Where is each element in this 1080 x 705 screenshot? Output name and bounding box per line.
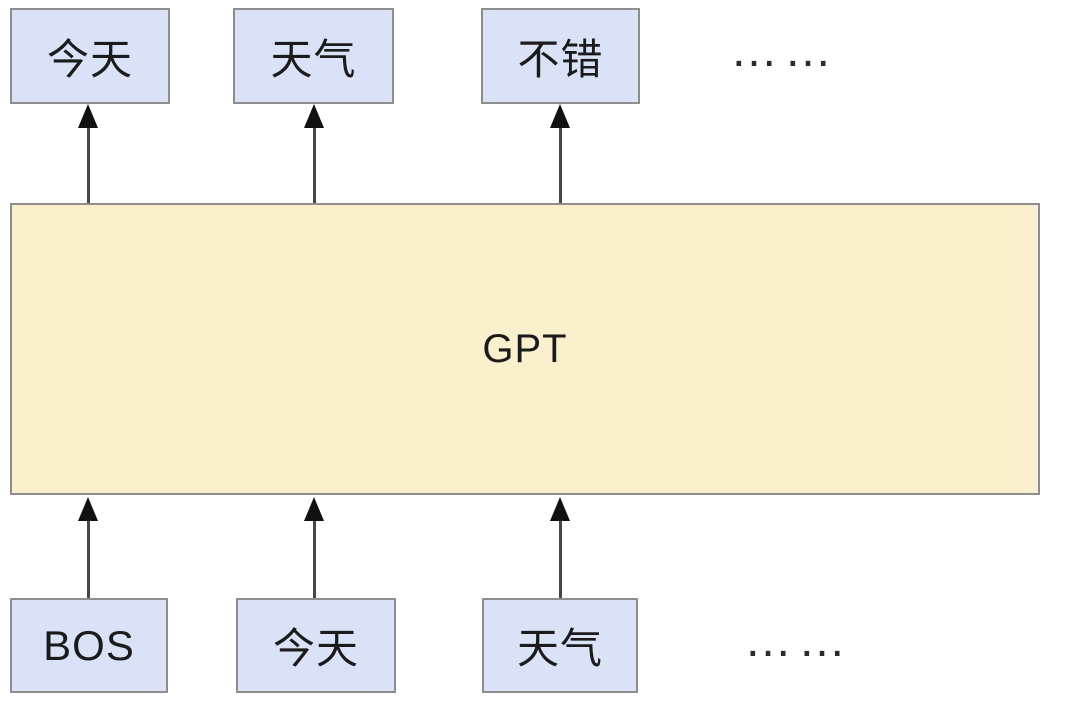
arrow-shaft [558,521,562,598]
output-token-label-2: 天气 [270,35,357,83]
output-token-label-1: 今天 [46,35,133,83]
arrowhead-up-icon [304,497,324,521]
arrow-output-2 [304,104,324,203]
output-token-label-3: 不错 [517,35,604,83]
gpt-model-box: GPT [10,203,1040,495]
input-token-label-2: 今天 [272,625,359,672]
arrow-input-1 [78,497,98,598]
input-token-label-3: 天气 [516,625,603,672]
output-token-box-3: 不错 [481,8,640,104]
arrowhead-up-icon [550,104,570,128]
input-token-box-1: BOS [10,598,168,693]
arrowhead-up-icon [78,497,98,521]
output-token-box-1: 今天 [10,8,170,104]
input-token-box-3: 天气 [482,598,638,693]
arrow-shaft [86,128,90,203]
arrow-output-3 [550,104,570,203]
arrowhead-up-icon [78,104,98,128]
arrowhead-up-icon [550,497,570,521]
input-token-label-1: BOS [43,621,135,669]
arrow-input-2 [304,497,324,598]
outputs-ellipsis: …… [730,24,838,77]
gpt-model-label: GPT [482,326,568,371]
input-token-box-2: 今天 [236,598,396,693]
arrowhead-up-icon [304,104,324,128]
output-token-box-2: 天气 [233,8,394,104]
arrow-input-3 [550,497,570,598]
arrow-shaft [312,521,316,598]
arrow-shaft [312,128,316,203]
arrow-shaft [86,521,90,598]
inputs-ellipsis: …… [744,614,852,667]
arrow-output-1 [78,104,98,203]
arrow-shaft [558,128,562,203]
